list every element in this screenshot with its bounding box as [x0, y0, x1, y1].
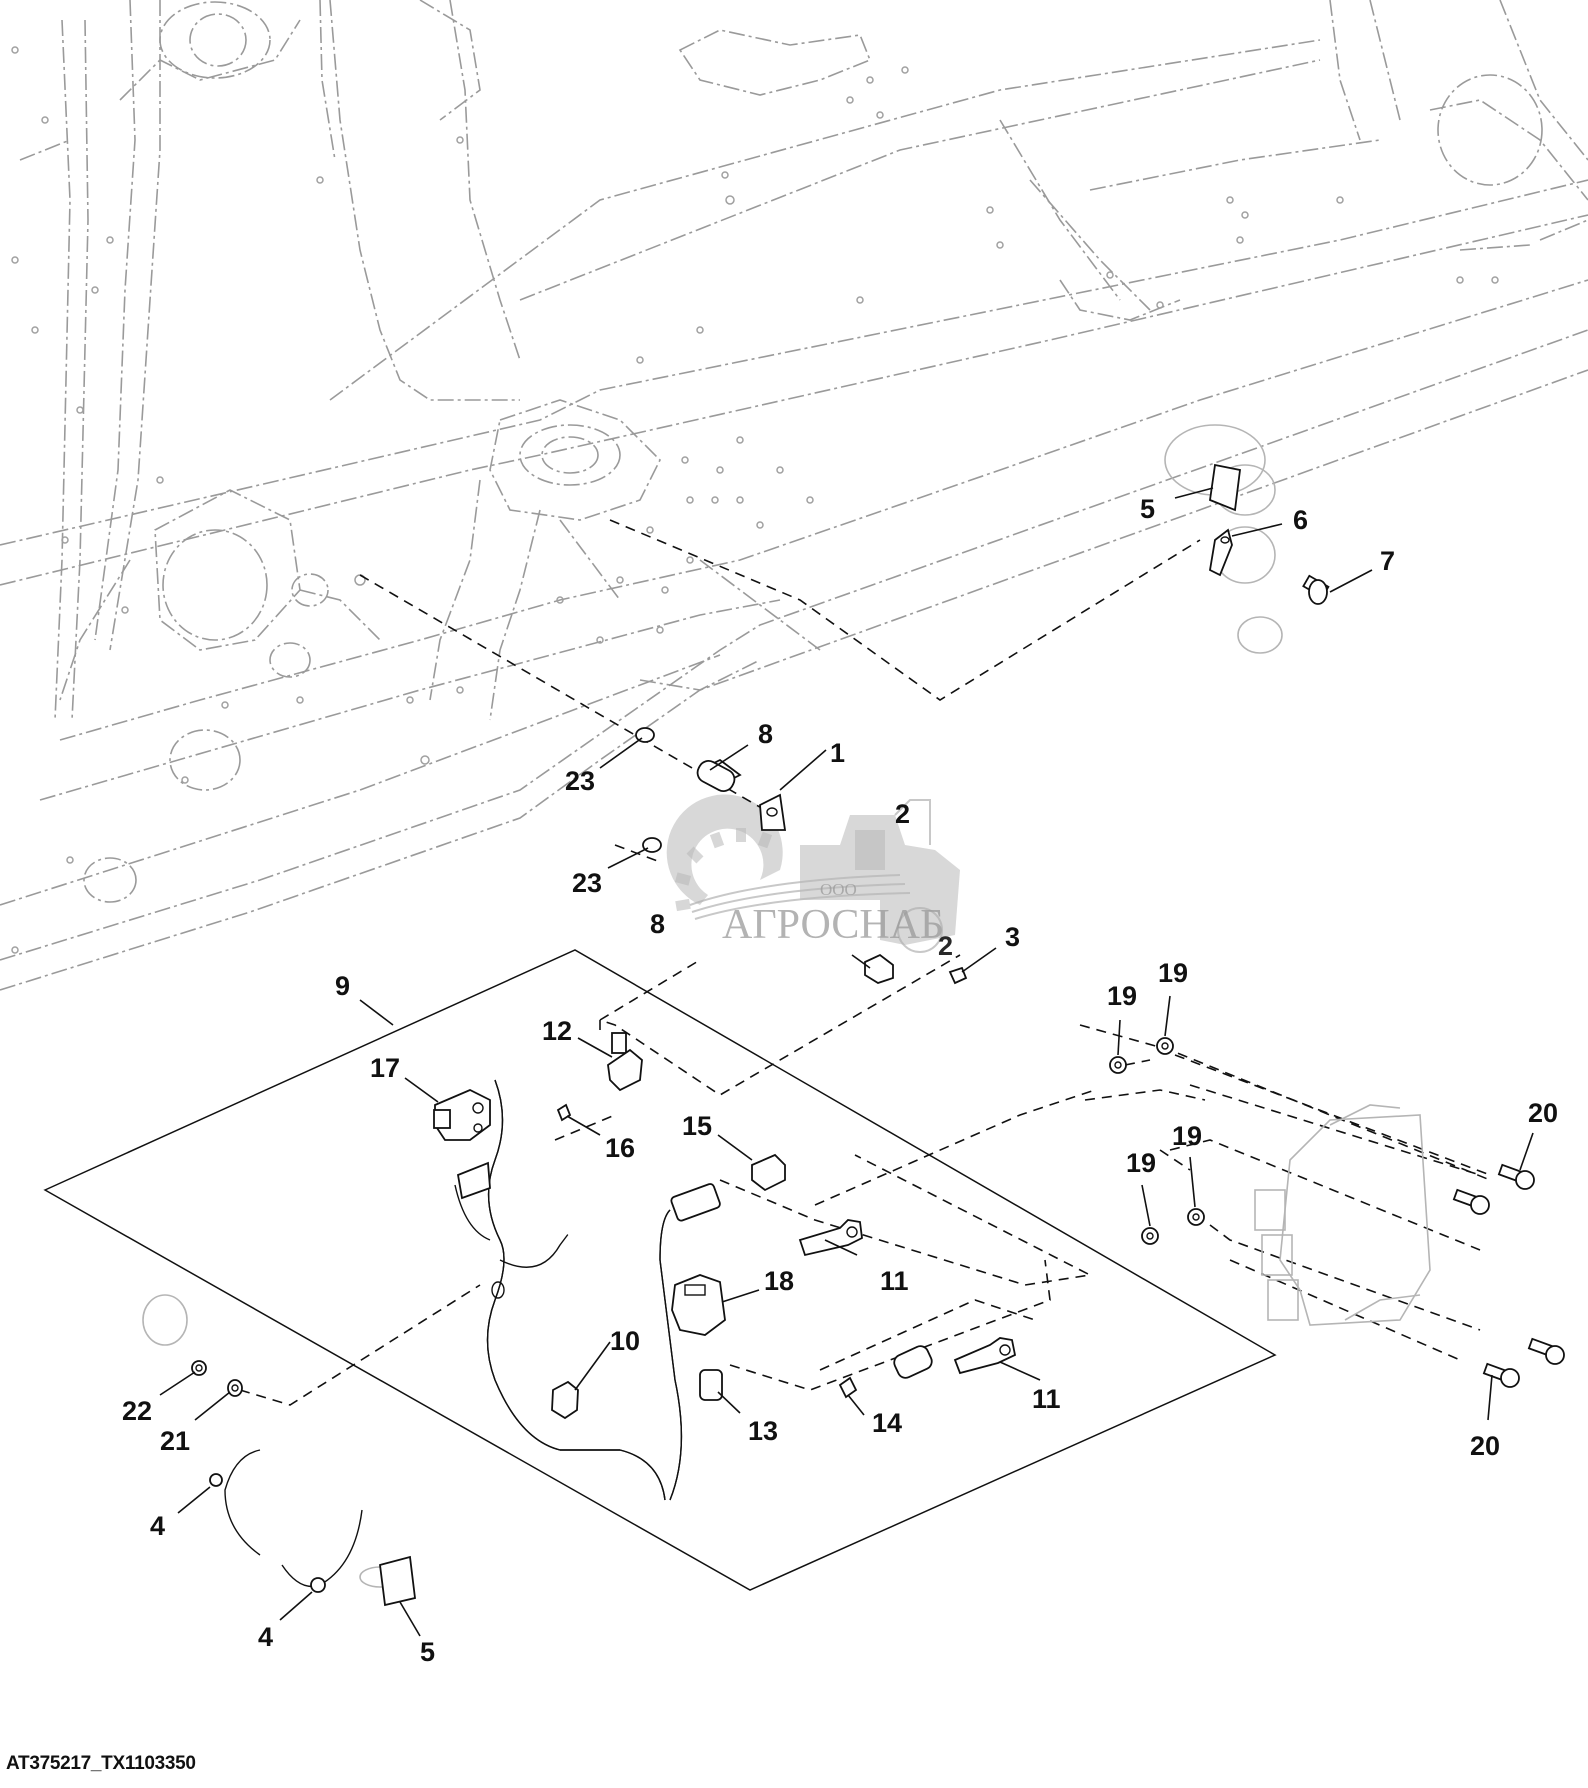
- connector-bracket-part-12: [607, 1032, 643, 1092]
- callout-11b: 11: [1032, 1384, 1061, 1414]
- callout-19d: 19: [1172, 1121, 1202, 1151]
- watermark-prefix: ООО: [820, 880, 857, 899]
- controller-module-ghost: [1254, 1104, 1431, 1326]
- callout-1: 1: [830, 738, 845, 768]
- ground-terminal-part-11b: [953, 1337, 1017, 1375]
- callout-labels: 1 2 2 3 4 4 5 5 6 7 8 8 9 10 11 11 12 13…: [122, 494, 1558, 1667]
- callout-4b: 4: [258, 1622, 273, 1652]
- callout-19b: 19: [1158, 958, 1188, 988]
- combine-harvester-icon: [800, 799, 960, 953]
- rivet-part-7: [1302, 574, 1330, 605]
- plug-part-16: [556, 1103, 572, 1122]
- watermark-logo: ООО АГРОСНАБ: [666, 794, 960, 953]
- ghost-clip: [1237, 616, 1283, 654]
- connector-part-13: [699, 1369, 723, 1401]
- leader-lines: [159, 487, 1534, 1637]
- callout-23a: 23: [565, 766, 595, 796]
- figure-id: AT375217_TX1103350: [6, 1753, 196, 1774]
- callout-23b: 23: [572, 868, 602, 898]
- callout-16: 16: [605, 1133, 635, 1163]
- clip-part-14: [838, 1376, 858, 1399]
- callout-5b: 5: [420, 1637, 435, 1667]
- callout-11a: 11: [880, 1266, 909, 1296]
- callout-17: 17: [370, 1053, 400, 1083]
- nut-part-2: [864, 953, 894, 984]
- nut-part-22: [191, 1360, 207, 1376]
- harness-assembly-boundary: [43, 949, 1277, 1591]
- callout-19c: 19: [1126, 1148, 1156, 1178]
- callout-2b: 2: [938, 931, 953, 961]
- connector-part-15: [670, 1153, 786, 1222]
- callout-4a: 4: [150, 1511, 165, 1541]
- callout-15: 15: [682, 1111, 712, 1141]
- nut-part-19a: [1109, 1056, 1127, 1074]
- nut-part-19d: [1187, 1208, 1205, 1226]
- spacer-part-8: [696, 758, 742, 793]
- callout-10: 10: [610, 1326, 640, 1356]
- callout-9: 9: [335, 971, 350, 1001]
- callout-21: 21: [160, 1426, 190, 1456]
- callout-8a: 8: [758, 719, 773, 749]
- callout-3: 3: [1005, 922, 1020, 952]
- callout-6: 6: [1293, 505, 1308, 535]
- nut-part-19c: [1141, 1227, 1159, 1245]
- callout-13: 13: [748, 1416, 778, 1446]
- connector-part-17: [433, 1089, 491, 1141]
- callout-8b: 8: [650, 909, 665, 939]
- bracket-part-1: [759, 793, 787, 831]
- ghost-clip-lower-left: [142, 1294, 188, 1346]
- washer-part-21: [227, 1379, 243, 1397]
- connector-part-18: [671, 1274, 726, 1336]
- cap-screw-part-20c: [1527, 1337, 1565, 1365]
- callout-20a: 20: [1528, 1098, 1558, 1128]
- callout-18: 18: [764, 1266, 794, 1296]
- connector-cap-part-10: [551, 1380, 579, 1420]
- cap-screw-part-20b: [1452, 1188, 1490, 1215]
- cap-screw-part-20d: [1482, 1362, 1520, 1388]
- gear-icon: [666, 794, 783, 912]
- clip-plate-part-5b: [359, 1555, 416, 1607]
- watermark-brand: АГРОСНАБ: [722, 902, 944, 948]
- callout-20b: 20: [1470, 1431, 1500, 1461]
- clip-plate-part-5a: [1164, 424, 1276, 516]
- ground-terminal-part-11a: [798, 1219, 863, 1257]
- wiring-harness-part-9: [454, 1079, 683, 1501]
- nut-part-19b: [1156, 1037, 1174, 1055]
- callout-7: 7: [1380, 546, 1395, 576]
- callout-2a: 2: [895, 799, 910, 829]
- callout-19a: 19: [1107, 981, 1137, 1011]
- cable-tie-part-4a: [209, 1449, 261, 1556]
- callout-5a: 5: [1140, 494, 1155, 524]
- cable-tie-part-4b: [281, 1509, 363, 1593]
- callout-22: 22: [122, 1396, 152, 1426]
- clip-part-6: [1209, 526, 1276, 584]
- cap-screw-part-20a: [1497, 1163, 1535, 1190]
- callout-12: 12: [542, 1016, 572, 1046]
- connector-inline: [893, 1345, 933, 1379]
- machine-frame-phantom: [0, 0, 1588, 991]
- callout-14: 14: [872, 1408, 902, 1438]
